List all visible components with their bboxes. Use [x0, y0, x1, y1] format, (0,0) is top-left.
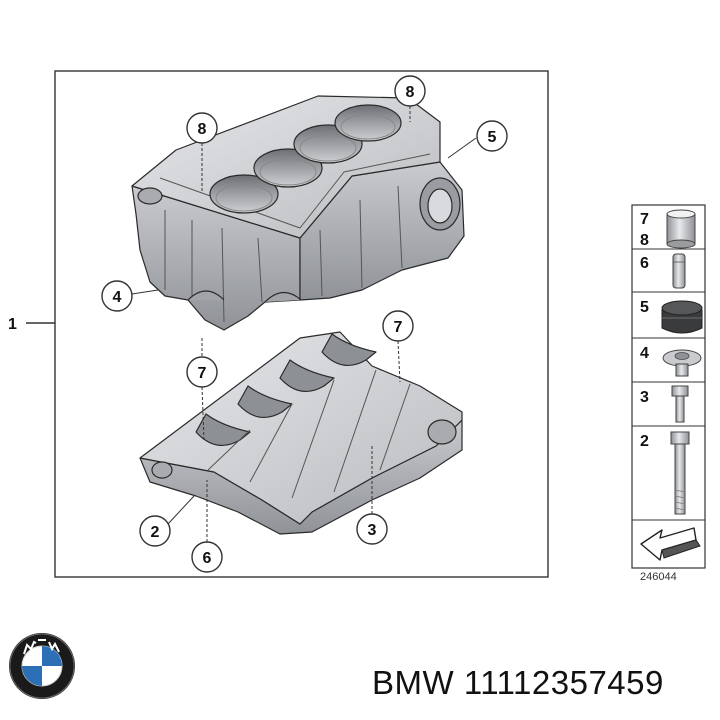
plug-icon [662, 349, 702, 377]
legend-row-7-8-number-7: 7 [640, 211, 649, 228]
brand-name: BMW [372, 664, 455, 701]
callout-7-right: 7 [382, 310, 414, 383]
callout-2-label: 2 [151, 524, 160, 541]
callout-4: 4 [101, 280, 159, 312]
legend-row-direction [640, 527, 701, 561]
bmw-logo [9, 633, 75, 699]
part-caption: BMW 11112357459 [372, 664, 664, 702]
legend-row-6-number: 6 [640, 255, 649, 272]
bearing-saddle-1 [195, 413, 251, 447]
long-bolt-icon [670, 431, 690, 515]
callout-8-left: 8 [186, 112, 218, 192]
callout-5: 5 [447, 120, 508, 159]
legend-row-5: 5 [640, 299, 703, 334]
bedplate [139, 331, 463, 535]
legend-row-2-number: 2 [640, 433, 649, 450]
callout-8-left-label: 8 [198, 121, 207, 138]
legend-row-4: 4 [640, 345, 702, 377]
callout-5-label: 5 [488, 129, 497, 146]
callout-7-left-label: 7 [198, 365, 207, 382]
legend-row-5-number: 5 [640, 299, 649, 316]
callout-7-left: 7 [186, 338, 218, 441]
direction-arrow-icon [640, 527, 701, 561]
legend-row-6: 6 [640, 253, 686, 289]
dowel-pin-icon [672, 253, 686, 289]
main-label: 1 [8, 316, 17, 333]
callout-3: 3 [356, 446, 388, 545]
callout-3-label: 3 [368, 522, 377, 539]
cylinder-bore-4 [334, 104, 402, 142]
short-bolt-icon [671, 385, 689, 423]
cylinder-bore-1 [209, 174, 279, 214]
legend-row-4-number: 4 [640, 345, 649, 362]
legend-row-7-8: 7 8 [640, 209, 696, 249]
engine-block [131, 95, 465, 331]
legend-row-3-number: 3 [640, 389, 649, 406]
bearing-saddle-3 [279, 359, 335, 393]
legend-row-2: 2 [640, 431, 690, 515]
callout-6: 6 [191, 480, 223, 573]
assembly-frame [54, 70, 549, 578]
callout-6-label: 6 [203, 550, 212, 567]
callout-4-label: 4 [113, 289, 122, 306]
callout-8-top-label: 8 [406, 84, 415, 101]
callout-2: 2 [139, 495, 195, 547]
parts-legend: 7 8 6 5 4 [631, 204, 706, 583]
bedplate-top-face [139, 331, 463, 525]
legend-row-7-8-number-8: 8 [640, 232, 649, 249]
legend-reference-number: 246044 [640, 571, 677, 583]
legend-row-3: 3 [640, 385, 689, 423]
bearing-saddle-4 [321, 333, 377, 367]
callout-8-top: 8 [394, 75, 426, 122]
callout-7-right-label: 7 [394, 319, 403, 336]
seal-cap-icon [661, 300, 703, 334]
part-number: 11112357459 [463, 664, 664, 701]
bushing-icon [666, 209, 696, 249]
legend-frame [631, 204, 706, 569]
